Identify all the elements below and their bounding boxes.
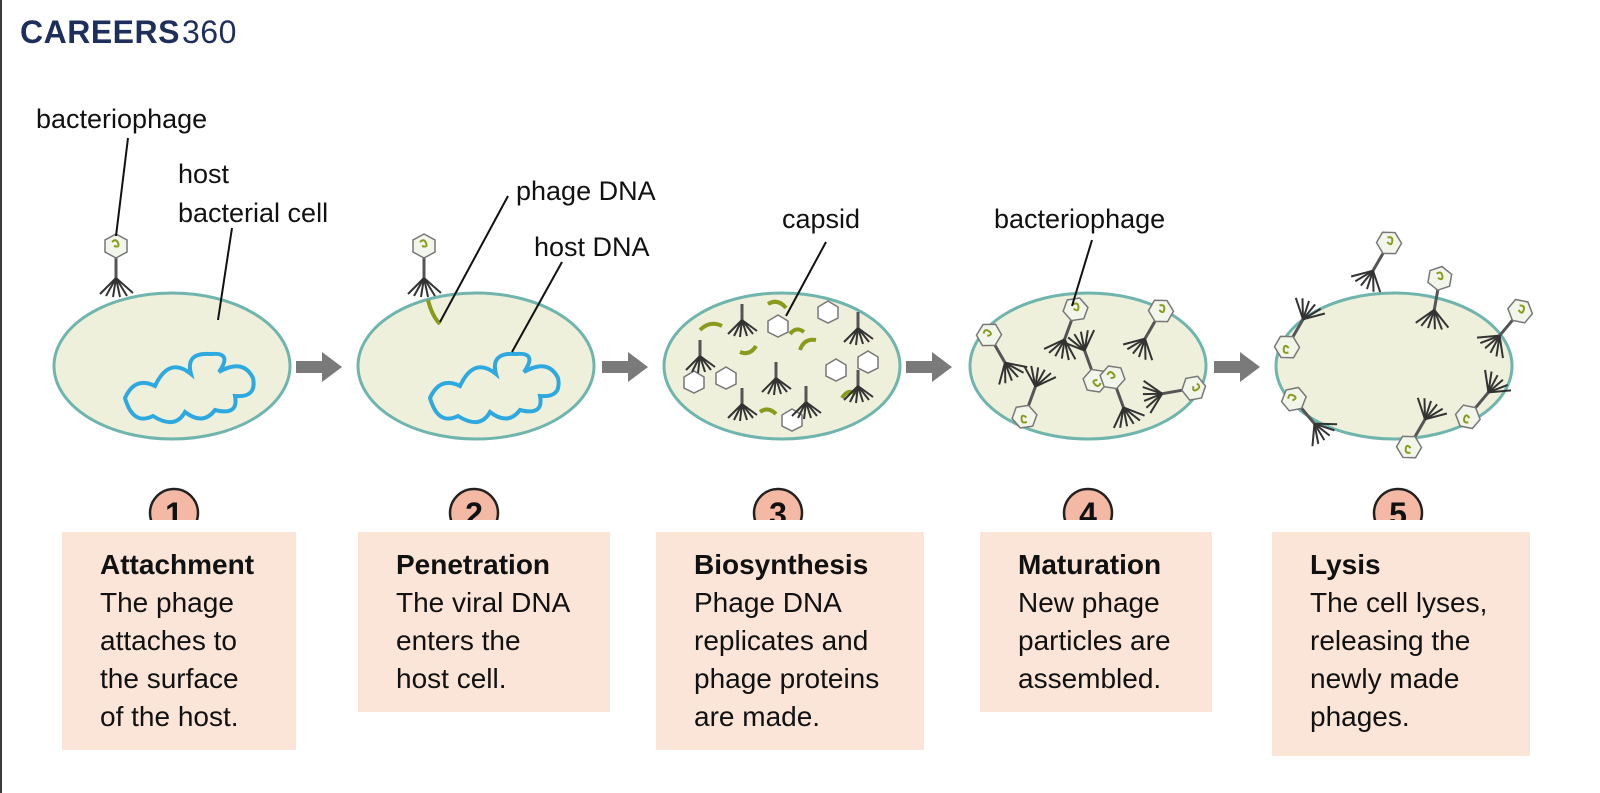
cell-maturation: [967, 291, 1210, 441]
step-card-biosynthesis: Biosynthesis Phage DNA replicates and ph…: [656, 532, 924, 750]
label-host: host: [178, 159, 230, 189]
step-5-badge: 5: [1372, 487, 1424, 520]
lytic-cycle-diagram: bacteriophage host bacterial cell phage …: [36, 104, 1543, 520]
cell-penetration: [356, 232, 596, 441]
step-description: New phage particles are assembled.: [1018, 587, 1171, 694]
step-card-lysis: Lysis The cell lyses, releasing the newl…: [1272, 532, 1530, 756]
step-card-penetration: Penetration The viral DNA enters the hos…: [358, 532, 610, 712]
label-bacterial-cell: bacterial cell: [178, 198, 328, 228]
step-description: Phage DNA replicates and phage proteins …: [694, 587, 880, 732]
label-bacteriophage-mature: bacteriophage: [994, 204, 1165, 234]
label-bacteriophage: bacteriophage: [36, 104, 207, 134]
step-1-badge: 1: [148, 487, 200, 520]
label-capsid: capsid: [782, 204, 860, 234]
arrow-icon: [1214, 352, 1260, 382]
step-card-attachment: Attachment The phage attaches to the sur…: [62, 532, 296, 750]
left-frame-border: [0, 0, 2, 793]
host-dna-strand: [122, 351, 256, 424]
brand-logo: CAREERS360: [20, 14, 237, 51]
step-title: Penetration: [396, 549, 551, 580]
step-2-badge: 2: [448, 487, 500, 520]
arrow-icon: [906, 352, 952, 382]
step-4-badge: 4: [1062, 487, 1114, 520]
cell-attachment: [52, 232, 292, 441]
step-description: The cell lyses, releasing the newly made…: [1310, 587, 1488, 732]
svg-text:5: 5: [1389, 496, 1407, 520]
bacteriophage-icon: [406, 232, 443, 299]
step-card-maturation: Maturation New phage particles are assem…: [980, 532, 1212, 712]
cell-biosynthesis: [662, 291, 902, 441]
step-description: The phage attaches to the surface of the…: [100, 587, 239, 732]
arrow-icon: [296, 352, 342, 382]
svg-text:1: 1: [165, 496, 183, 520]
arrow-icon: [602, 352, 648, 382]
label-phage-dna: phage DNA: [516, 176, 656, 206]
step-3-badge: 3: [752, 487, 804, 520]
svg-text:4: 4: [1079, 496, 1097, 520]
bacteriophage-icon: [98, 232, 135, 299]
step-title: Biosynthesis: [694, 549, 869, 580]
step-description: The viral DNA enters the host cell.: [396, 587, 571, 694]
step-title: Lysis: [1310, 549, 1381, 580]
step-title: Attachment: [100, 549, 255, 580]
brand-number: 360: [181, 14, 237, 50]
host-dna-strand: [427, 351, 561, 424]
cell-lysis: [1264, 223, 1543, 467]
label-host-dna: host DNA: [534, 232, 650, 262]
svg-text:2: 2: [465, 496, 483, 520]
brand-name: CAREERS: [20, 14, 180, 50]
phage-dna-strand: [426, 299, 442, 326]
step-title: Maturation: [1018, 549, 1162, 580]
svg-text:3: 3: [769, 496, 787, 520]
